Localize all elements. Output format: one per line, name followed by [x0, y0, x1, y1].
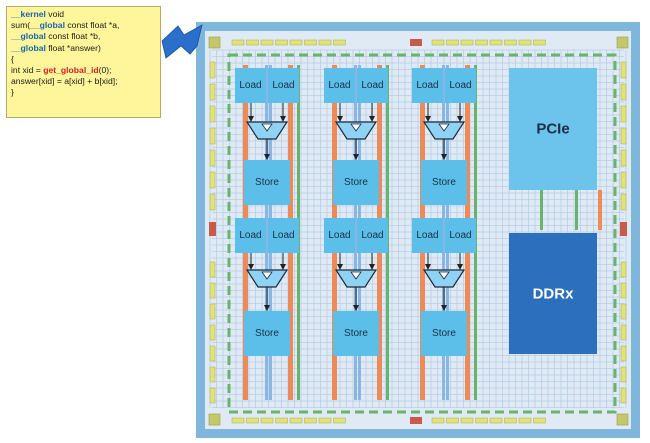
load-label: Load	[416, 80, 438, 91]
load-label: Load	[361, 230, 383, 241]
load-label: Load	[361, 80, 383, 91]
load-label: Load	[272, 80, 294, 91]
code-token: }	[11, 87, 14, 98]
code-token: (0);	[98, 65, 112, 76]
load-block	[445, 218, 476, 253]
load-block	[357, 218, 388, 253]
load-label: Load	[328, 80, 350, 91]
adder-symbol	[350, 271, 362, 280]
load-label: Load	[449, 230, 471, 241]
store-block	[244, 160, 290, 205]
load-block	[445, 68, 476, 103]
adder-symbol	[261, 271, 273, 280]
load-label: Load	[416, 230, 438, 241]
load-label: Load	[272, 230, 294, 241]
code-token: answer[xid] = a[xid] + b[xid];	[11, 76, 118, 87]
load-label: Load	[239, 230, 261, 241]
code-line: }	[11, 87, 156, 98]
compute-unit	[235, 68, 299, 205]
code-line: answer[xid] = a[xid] + b[xid];	[11, 76, 156, 87]
load-block	[412, 68, 443, 103]
adder-symbol	[438, 123, 450, 132]
compute-unit	[412, 68, 476, 205]
load-block	[235, 218, 266, 253]
code-token: __global	[11, 42, 46, 53]
adder-symbol	[438, 271, 450, 280]
store-label: Store	[432, 328, 456, 339]
pcie-label: PCIe	[536, 121, 569, 138]
store-label: Store	[255, 177, 279, 188]
store-label: Store	[432, 177, 456, 188]
load-label: Load	[239, 80, 261, 91]
code-token: sum(	[11, 20, 31, 31]
store-block	[421, 311, 467, 356]
store-block	[333, 160, 379, 205]
chip-corner	[208, 413, 221, 426]
code-line: {	[11, 54, 156, 65]
pcie-block	[509, 68, 597, 190]
adder-symbol	[261, 123, 273, 132]
compute-unit	[235, 218, 299, 356]
code-token: float *answer)	[45, 42, 101, 53]
load-block	[412, 218, 443, 253]
load-label: Load	[328, 230, 350, 241]
code-line: __global float *answer)	[11, 43, 156, 54]
code-line: int xid = get_global_id(0);	[11, 65, 156, 76]
compute-unit	[412, 218, 476, 356]
code-token: int xid =	[11, 65, 44, 76]
load-block	[357, 68, 388, 103]
code-line: __global const float *b,	[11, 31, 156, 42]
chip-corner	[616, 413, 629, 426]
store-block	[244, 311, 290, 356]
chip-corner	[208, 36, 221, 49]
code-token: __kernel	[11, 9, 46, 19]
code-token: __global	[30, 20, 65, 31]
code-token: get_global_id	[43, 65, 99, 76]
mapping-arrow-icon	[161, 24, 203, 59]
store-block	[333, 311, 379, 356]
code-token: const float *a,	[64, 20, 120, 31]
code-line: __kernel void	[11, 9, 156, 20]
core-boundary	[227, 53, 617, 414]
ddr-block	[509, 233, 597, 354]
load-block	[268, 68, 299, 103]
code-line: sum(__global const float *a,	[11, 20, 156, 31]
code-token: {	[11, 53, 14, 64]
ddr-label: DDRx	[533, 286, 574, 303]
code-token: void	[45, 9, 65, 19]
store-label: Store	[344, 328, 368, 339]
load-label: Load	[449, 80, 471, 91]
compute-unit	[324, 218, 388, 356]
store-label: Store	[344, 177, 368, 188]
load-block	[235, 68, 266, 103]
io-pads	[208, 36, 629, 426]
store-block	[421, 160, 467, 205]
compute-unit	[324, 68, 388, 205]
load-block	[324, 68, 355, 103]
store-label: Store	[255, 328, 279, 339]
code-token: __global	[11, 31, 46, 42]
load-block	[268, 218, 299, 253]
code-token: const float *b,	[45, 31, 101, 42]
chip-corner	[616, 36, 629, 49]
adder-symbol	[350, 123, 362, 132]
load-block	[324, 218, 355, 253]
